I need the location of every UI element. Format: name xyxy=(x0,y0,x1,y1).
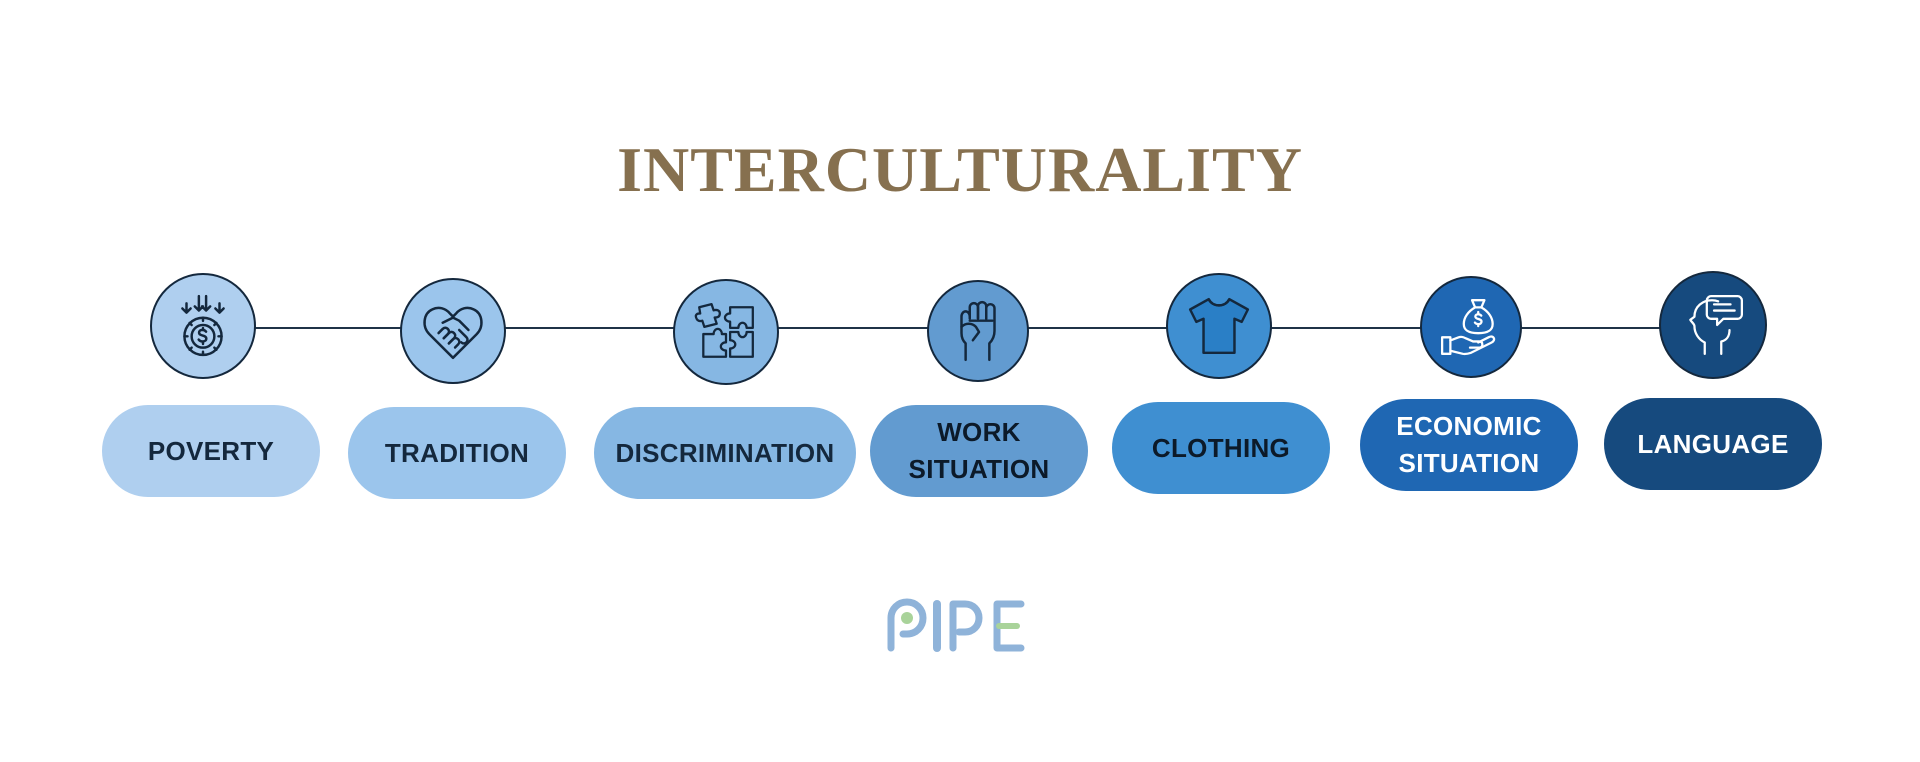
puzzle-pieces-icon xyxy=(694,303,754,358)
step-label-poverty: POVERTY xyxy=(102,405,320,497)
work-situation-label-text: WORK SITUATION xyxy=(908,417,1050,484)
head-speech-bubble-icon xyxy=(1689,294,1744,356)
pipe-logo xyxy=(885,598,1035,652)
pipe-logo-icon xyxy=(887,598,1025,652)
language-label-text: LANGUAGE xyxy=(1637,428,1789,459)
raised-fist-icon xyxy=(960,300,996,362)
step-label-language: LANGUAGE xyxy=(1604,398,1822,490)
step-label-work-situation: WORK SITUATION xyxy=(870,405,1088,497)
poverty-coin-icon xyxy=(181,294,225,357)
language-icon-circle xyxy=(1659,271,1767,379)
clothing-icon-circle xyxy=(1166,273,1272,379)
economic-situation-label-text: ECONOMIC SITUATION xyxy=(1396,411,1542,478)
step-label-discrimination: DISCRIMINATION xyxy=(594,407,856,499)
page-title: INTERCULTURALITY xyxy=(617,134,1303,205)
tradition-icon-circle xyxy=(400,278,506,384)
money-bag-hand-icon xyxy=(1440,299,1496,356)
heart-handshake-icon xyxy=(423,306,483,360)
economic-situation-icon-circle xyxy=(1420,276,1522,378)
step-label-clothing: CLOTHING xyxy=(1112,402,1330,494)
discrimination-icon-circle xyxy=(673,279,779,385)
poverty-label-text: POVERTY xyxy=(147,435,275,466)
tradition-label-text: TRADITION xyxy=(384,437,530,468)
step-label-tradition: TRADITION xyxy=(348,407,566,499)
discrimination-label-text: DISCRIMINATION xyxy=(615,437,835,468)
poverty-icon-circle xyxy=(150,273,256,379)
clothing-label-text: CLOTHING xyxy=(1151,432,1291,463)
t-shirt-icon xyxy=(1188,297,1250,355)
work-situation-icon-circle xyxy=(927,280,1029,382)
step-label-economic-situation: ECONOMIC SITUATION xyxy=(1360,399,1578,491)
